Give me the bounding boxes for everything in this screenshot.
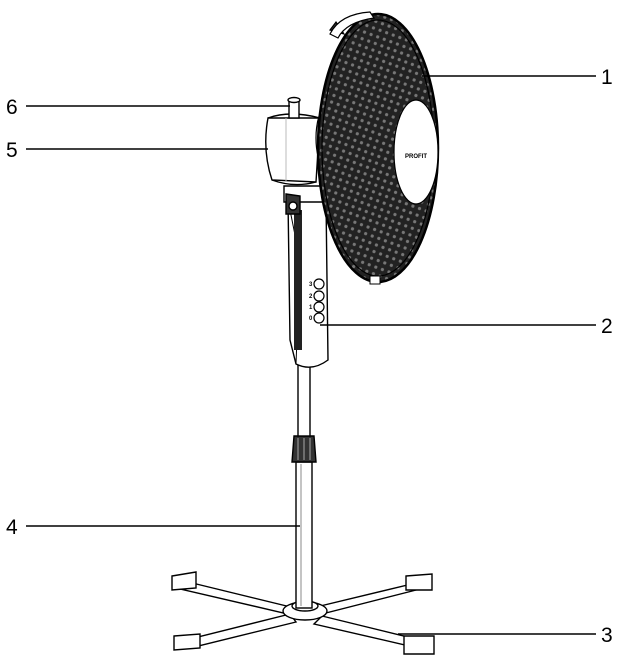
callout-2: 2 xyxy=(601,315,613,338)
callout-4: 4 xyxy=(6,516,18,539)
callout-1: 1 xyxy=(601,66,613,89)
control-housing xyxy=(283,185,331,368)
svg-text:2: 2 xyxy=(309,294,313,300)
speed-button-1[interactable]: 1 xyxy=(309,301,325,313)
brand-logo: PROFIT xyxy=(405,154,427,160)
speed-button-0[interactable]: 0 xyxy=(309,312,325,324)
callout-3: 3 xyxy=(601,624,613,647)
grille-badge xyxy=(393,99,439,205)
callout-labels: 1 2 3 4 5 6 xyxy=(6,66,613,647)
callout-lines xyxy=(26,75,596,635)
front-grille: PROFIT xyxy=(316,11,440,285)
svg-text:1: 1 xyxy=(309,305,313,311)
speed-button-3[interactable]: 3 xyxy=(309,278,325,290)
motor-housing xyxy=(265,96,321,186)
svg-text:0: 0 xyxy=(309,316,313,322)
callout-5: 5 xyxy=(6,139,18,162)
speed-buttons[interactable]: 3 2 1 0 xyxy=(309,278,325,324)
svg-text:3: 3 xyxy=(309,282,313,288)
fan-pole xyxy=(291,363,317,609)
callout-6: 6 xyxy=(6,96,18,119)
speed-button-2[interactable]: 2 xyxy=(309,290,325,302)
